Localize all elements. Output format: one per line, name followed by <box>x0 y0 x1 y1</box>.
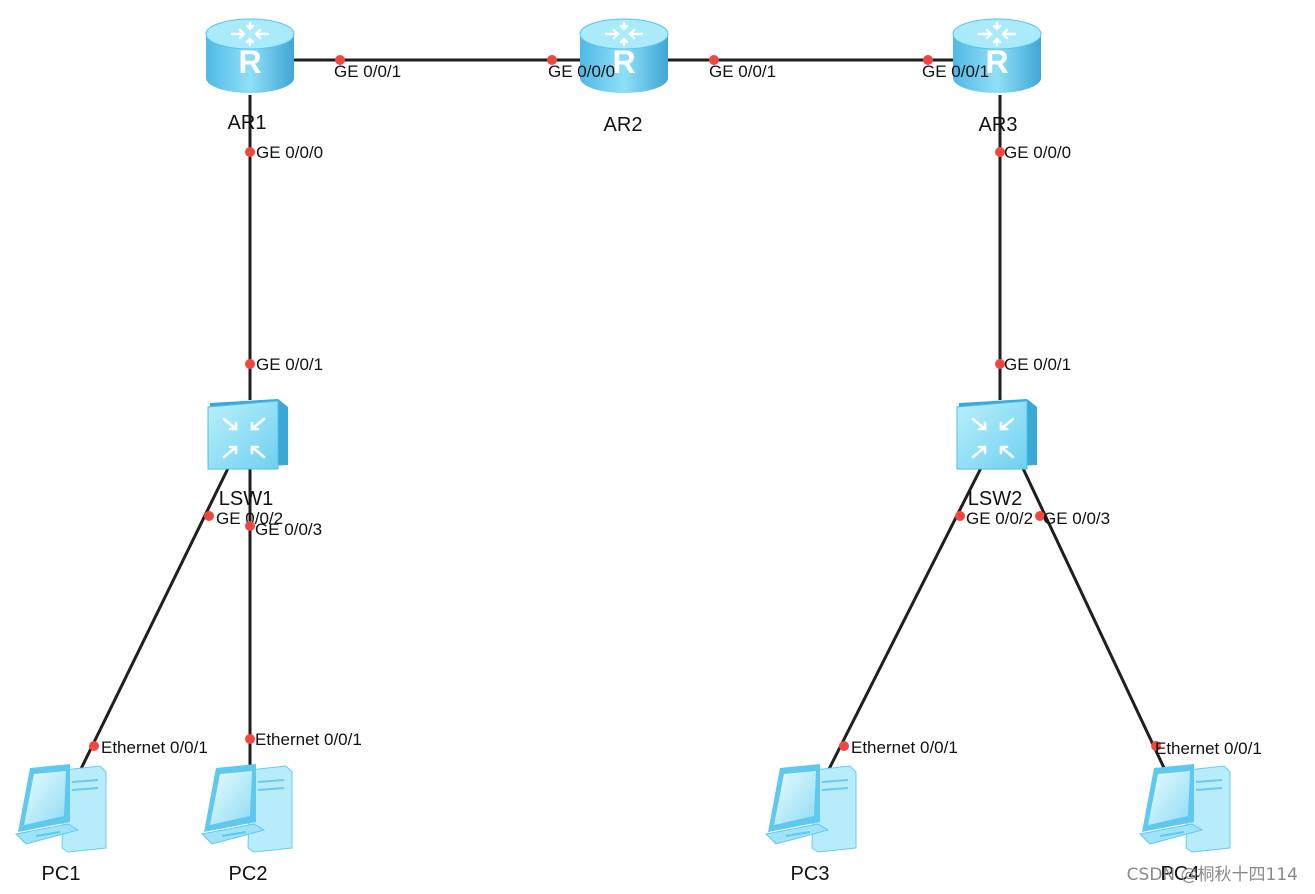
pc-icon <box>15 763 107 853</box>
device-label-ar2: AR2 <box>604 114 643 136</box>
router-icon <box>578 17 670 95</box>
port-dot <box>1151 741 1161 751</box>
port-label-lsw1-ge001: GE 0/0/1 <box>256 355 323 374</box>
switch-icon <box>206 397 290 471</box>
port-label-pc4-eth001: Ethernet 0/0/1 <box>1155 739 1262 758</box>
device-ar2[interactable]: AR2 <box>578 17 670 136</box>
port-label-pc1-eth001: Ethernet 0/0/1 <box>101 738 208 757</box>
port-label-ar2-ge000: GE 0/0/0 <box>548 62 615 81</box>
port-dot <box>955 511 965 521</box>
device-label-lsw1: LSW1 <box>219 488 273 510</box>
watermark-text: CSDN @桐秋十四114 <box>1127 865 1298 885</box>
port-label-ar3-ge000: GE 0/0/0 <box>1004 143 1071 162</box>
device-pc3[interactable]: PC3 <box>765 763 857 885</box>
port-label-ar1-ge001: GE 0/0/1 <box>334 62 401 81</box>
port-dot <box>245 521 255 531</box>
link-lsw1-pc1 <box>76 451 238 776</box>
port-dot <box>245 359 255 369</box>
pc-icon <box>201 763 293 853</box>
device-pc1[interactable]: PC1 <box>15 763 107 885</box>
port-dot <box>335 55 345 65</box>
device-pc4[interactable]: PC4 <box>1139 763 1231 885</box>
device-pc2[interactable]: PC2 <box>201 763 293 885</box>
device-label-ar3: AR3 <box>979 114 1018 136</box>
port-dot <box>547 55 557 65</box>
port-label-ar3-ge001: GE 0/0/1 <box>922 62 989 81</box>
device-lsw1[interactable]: LSW1 <box>206 397 290 510</box>
port-label-ar1-ge000: GE 0/0/0 <box>256 143 323 162</box>
port-dot <box>709 55 719 65</box>
device-ar1[interactable]: AR1 <box>204 17 296 134</box>
device-label-lsw2: LSW2 <box>968 488 1022 510</box>
pc-icon <box>765 763 857 853</box>
device-lsw2[interactable]: LSW2 <box>955 397 1039 510</box>
link-lsw2-pc3 <box>824 459 987 776</box>
port-dot <box>89 741 99 751</box>
pc-icon <box>1139 763 1231 853</box>
port-dot <box>923 55 933 65</box>
port-label-lsw2-ge001: GE 0/0/1 <box>1004 355 1071 374</box>
port-label-lsw1-ge003: GE 0/0/3 <box>255 520 322 539</box>
port-label-pc2-eth001: Ethernet 0/0/1 <box>255 730 362 749</box>
switch-icon <box>955 397 1039 471</box>
device-label-pc4: PC4 <box>1161 863 1200 885</box>
port-dot <box>245 734 255 744</box>
port-dot <box>1035 511 1045 521</box>
device-label-pc1: PC1 <box>42 863 81 885</box>
device-label-pc2: PC2 <box>229 863 268 885</box>
device-label-ar1: AR1 <box>228 112 267 134</box>
port-label-lsw1-ge002: GE 0/0/2 <box>216 509 283 528</box>
port-dot <box>995 359 1005 369</box>
device-ar3[interactable]: AR3 <box>951 17 1043 136</box>
port-label-ar2-ge001: GE 0/0/1 <box>709 62 776 81</box>
port-dot <box>839 741 849 751</box>
port-label-lsw2-ge003: GE 0/0/3 <box>1043 509 1110 528</box>
router-icon <box>951 17 1043 95</box>
router-icon <box>204 17 296 95</box>
port-label-pc3-eth001: Ethernet 0/0/1 <box>851 738 958 757</box>
device-label-pc3: PC3 <box>791 863 830 885</box>
port-dot <box>245 147 255 157</box>
port-dot <box>995 147 1005 157</box>
port-dot <box>204 511 214 521</box>
port-label-lsw2-ge002: GE 0/0/2 <box>966 509 1033 528</box>
